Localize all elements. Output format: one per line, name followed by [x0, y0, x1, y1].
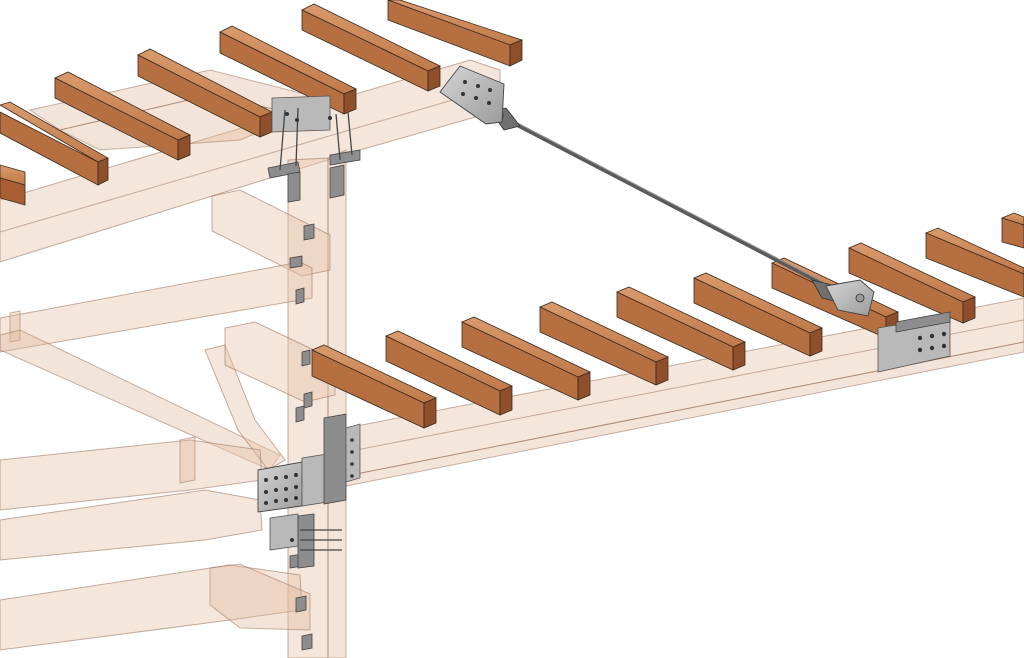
- joist: [387, 0, 524, 67]
- joist: [0, 164, 26, 206]
- main-bolted-plate: [257, 413, 361, 513]
- joist: [385, 330, 513, 416]
- joist: [137, 48, 273, 138]
- floor-beam-3: [0, 489, 263, 561]
- top-gusset-plate: [439, 65, 505, 125]
- joist: [539, 301, 669, 386]
- joist: [693, 272, 823, 357]
- lower-bracket: [269, 513, 342, 569]
- joist: [0, 101, 109, 186]
- rod-anchor-plate: [825, 279, 875, 317]
- joist: [1000, 212, 1024, 249]
- joist: [311, 344, 437, 429]
- joist: [616, 286, 746, 371]
- floor-beam-1: [0, 261, 313, 353]
- diagonal-brace: [0, 329, 281, 471]
- joist: [924, 227, 1024, 298]
- upper-hanger-bracket: [267, 95, 361, 203]
- upper-joists: [0, 0, 524, 206]
- steel-connectors: [257, 65, 951, 651]
- joist: [461, 316, 591, 401]
- joist: [301, 3, 441, 92]
- cross-beam-1: [211, 189, 331, 277]
- joist: [848, 242, 976, 324]
- joist: [219, 25, 357, 115]
- joist: [54, 71, 191, 161]
- right-beam-plate: [877, 311, 951, 373]
- cross-beam-2: [224, 321, 336, 403]
